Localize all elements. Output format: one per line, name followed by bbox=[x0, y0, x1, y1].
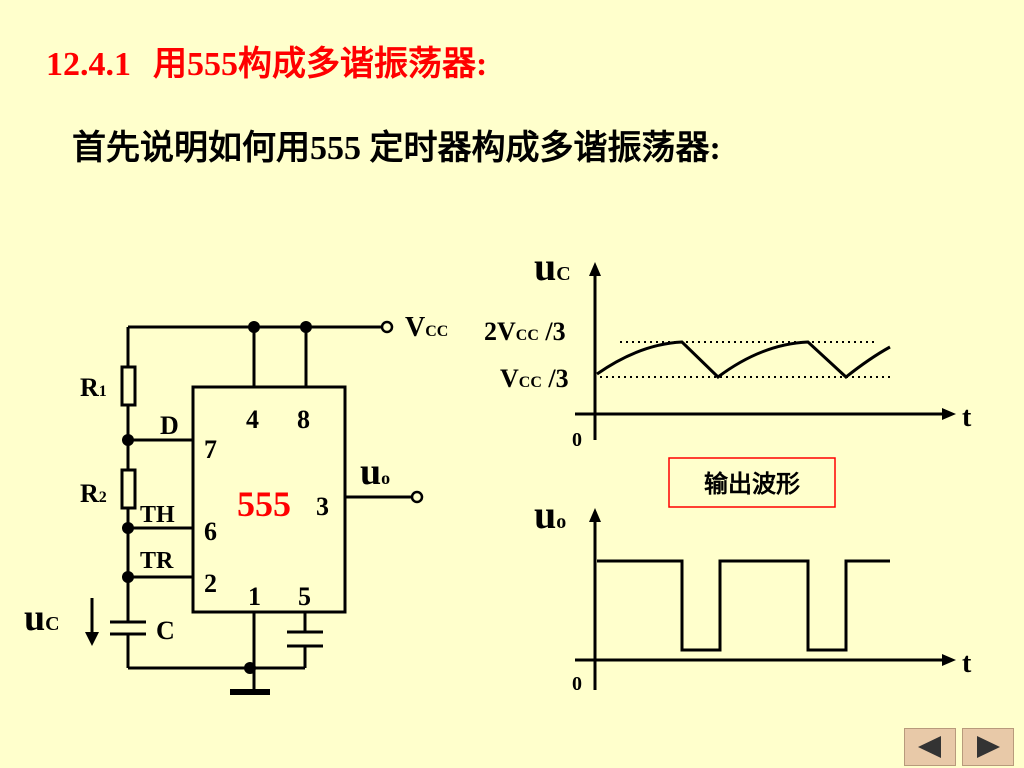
pin-name-tr: TR bbox=[140, 548, 174, 574]
uo-axis-label: uo bbox=[534, 492, 566, 537]
uc-circuit-label: uC bbox=[24, 597, 60, 639]
capacitor-pin5 bbox=[287, 630, 323, 648]
resistor-r2 bbox=[120, 468, 137, 510]
pin-number-7: 7 bbox=[204, 435, 217, 464]
pin-number-2: 2 bbox=[204, 569, 217, 598]
uc-y-arrow-icon bbox=[589, 262, 601, 276]
waveform-caption: 输出波形 bbox=[668, 457, 836, 508]
pin-number-5: 5 bbox=[298, 582, 311, 611]
vcc-terminal bbox=[380, 320, 394, 334]
uo-circuit-label: uo bbox=[360, 451, 390, 493]
circuit-schematic bbox=[126, 325, 413, 690]
pin-number-1: 1 bbox=[248, 582, 261, 611]
chip-555-box bbox=[191, 385, 347, 614]
heading-text: 用555构成多谐振荡器: bbox=[153, 46, 488, 83]
pin-number-4: 4 bbox=[246, 405, 259, 434]
uo-origin-label: 0 bbox=[572, 673, 582, 695]
output-terminal bbox=[410, 490, 424, 504]
svg-text:输出波形: 输出波形 bbox=[704, 470, 800, 498]
uc-axis-label: uC bbox=[534, 244, 571, 289]
r1-label: R1 bbox=[80, 373, 107, 402]
uo-x-arrow-icon bbox=[942, 654, 956, 666]
uc-waveform-curve bbox=[596, 340, 891, 379]
vcc-label: VCC bbox=[405, 312, 448, 343]
ground-icon bbox=[230, 689, 270, 695]
r2-label: R2 bbox=[80, 479, 107, 508]
uo-t-label: t bbox=[962, 648, 972, 679]
uc-x-arrow-icon bbox=[942, 408, 956, 420]
pin-name-d: D bbox=[160, 411, 179, 440]
uc-origin-label: 0 bbox=[572, 429, 582, 451]
junction-dots bbox=[122, 321, 312, 674]
chip-label: 555 bbox=[237, 484, 291, 524]
prev-slide-button[interactable] bbox=[904, 728, 956, 766]
uc-waveform-graph: uC 2VCC /3 VCC /3 t 0 bbox=[484, 244, 972, 451]
heading-number: 12.4.1 bbox=[46, 46, 131, 83]
uo-waveform-graph: uo t 0 bbox=[534, 492, 972, 695]
pin-number-3: 3 bbox=[316, 492, 329, 521]
resistor-r1 bbox=[120, 365, 137, 407]
pin-name-th: TH bbox=[140, 502, 175, 528]
triangle-right-icon bbox=[977, 736, 1000, 758]
capacitor-c bbox=[110, 620, 146, 636]
uc-level-high-label: 2VCC /3 bbox=[484, 317, 566, 346]
uc-arrow-icon bbox=[85, 598, 99, 646]
pin-number-8: 8 bbox=[297, 405, 310, 434]
uc-t-label: t bbox=[962, 402, 972, 433]
pin-number-6: 6 bbox=[204, 517, 217, 546]
uo-y-arrow-icon bbox=[589, 508, 601, 522]
slide-heading: 12.4.1 用555构成多谐振荡器: bbox=[46, 36, 487, 85]
uc-level-low-label: VCC /3 bbox=[500, 364, 569, 393]
next-slide-button[interactable] bbox=[962, 728, 1014, 766]
intro-text: 首先说明如何用555 定时器构成多谐振荡器: bbox=[72, 130, 721, 167]
c-label: C bbox=[156, 616, 175, 645]
uo-square-wave bbox=[597, 559, 890, 652]
triangle-left-icon bbox=[918, 736, 941, 758]
